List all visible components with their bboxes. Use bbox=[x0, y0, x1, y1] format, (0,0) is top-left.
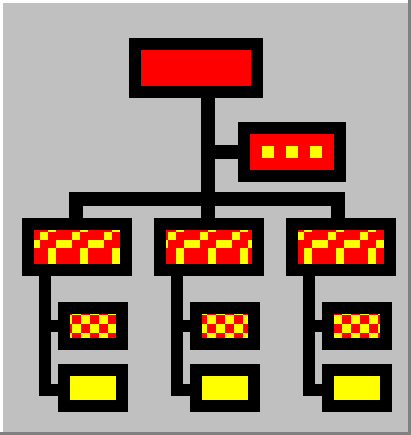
mid-node-center bbox=[154, 218, 264, 276]
sub-node-left-1 bbox=[58, 302, 128, 350]
sub-node-right-2 bbox=[322, 364, 392, 412]
bevel-light bbox=[0, 0, 411, 3]
sub-node-center-2 bbox=[190, 364, 260, 412]
sub-node-center-1 bbox=[190, 302, 260, 350]
bevel-dark-right bbox=[408, 0, 411, 435]
assistant-node bbox=[238, 122, 346, 182]
sub-node-right-1 bbox=[322, 302, 392, 350]
sub-node-left-2 bbox=[58, 364, 128, 412]
top-node bbox=[129, 38, 263, 98]
connector-lines bbox=[39, 92, 345, 396]
mid-node-right bbox=[286, 218, 396, 276]
mid-node-left bbox=[22, 218, 132, 276]
bevel-light-left bbox=[0, 0, 3, 435]
bevel-dark bbox=[0, 432, 411, 435]
